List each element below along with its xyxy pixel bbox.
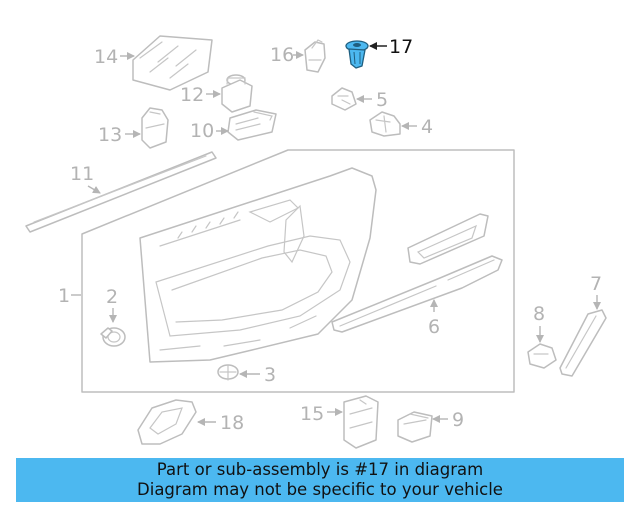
part-10-switch <box>227 109 277 141</box>
callout-13: 13 <box>98 124 122 146</box>
callout-3: 3 <box>264 364 276 386</box>
part-3-push-clip <box>217 364 239 381</box>
callout-6: 6 <box>428 316 440 338</box>
banner-line-2: Diagram may not be specific to your vehi… <box>137 480 503 499</box>
callout-11: 11 <box>70 163 94 185</box>
part-7-trim-piece <box>559 309 607 377</box>
part-6-handle-trim <box>331 213 503 333</box>
callout-16: 16 <box>270 44 294 66</box>
part-14-window-switch-panel <box>132 35 213 91</box>
part-11-trim-strip <box>25 151 217 233</box>
callout-12: 12 <box>180 84 204 106</box>
callout-1: 1 <box>58 285 70 307</box>
part-1-door-panel <box>81 149 515 393</box>
part-9-switch <box>397 411 433 443</box>
part-8-bracket <box>527 343 557 369</box>
leader-11 <box>87 185 101 194</box>
callout-18: 18 <box>220 412 244 434</box>
callout-17: 17 <box>389 36 413 58</box>
part-17-clip-highlighted <box>345 40 369 69</box>
callout-9: 9 <box>452 409 464 431</box>
part-4-clip <box>369 111 401 137</box>
callout-14: 14 <box>94 46 118 68</box>
part-12-switch <box>221 74 253 113</box>
callout-5: 5 <box>376 89 388 111</box>
part-2-grommet <box>100 327 126 347</box>
callout-8: 8 <box>533 303 545 325</box>
banner-line-1: Part or sub-assembly is #17 in diagram <box>156 460 484 479</box>
callout-2: 2 <box>106 286 118 308</box>
part-13-switch <box>141 107 169 149</box>
part-16-clip <box>304 39 326 73</box>
part-18-handle-housing <box>137 399 197 445</box>
callout-10: 10 <box>190 120 214 142</box>
callout-7: 7 <box>590 273 602 295</box>
part-15-switch-module <box>343 395 379 449</box>
callout-4: 4 <box>421 116 433 138</box>
info-banner: Part or sub-assembly is #17 in diagram D… <box>16 458 624 502</box>
part-5-bracket <box>331 87 357 111</box>
callout-15: 15 <box>300 403 324 425</box>
